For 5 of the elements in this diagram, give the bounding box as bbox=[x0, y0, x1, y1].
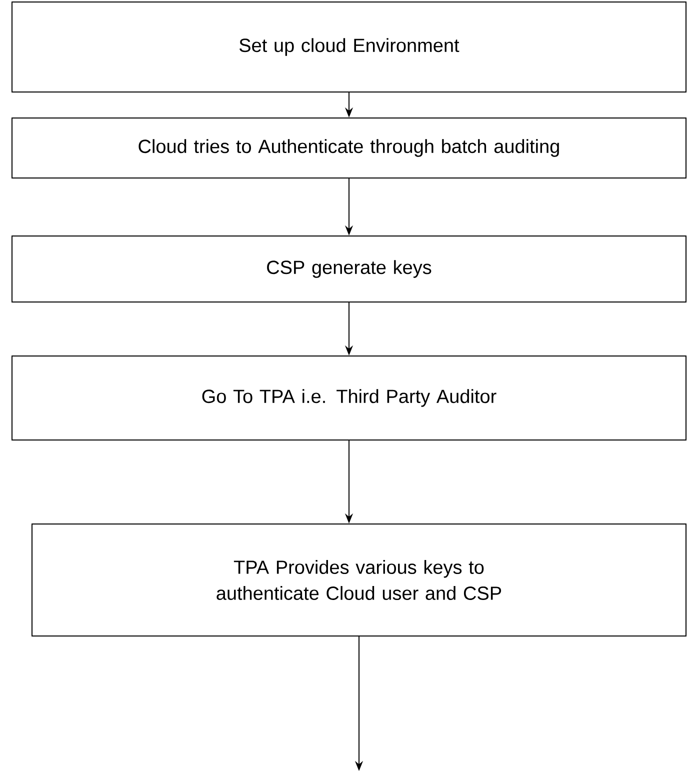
process-box: Set up cloud Environment bbox=[12, 2, 686, 92]
process-box: CSP generate keys bbox=[12, 236, 686, 302]
process-box: Go To TPA i.e. Third Party Auditor bbox=[12, 356, 686, 440]
process-box: Cloud tries to Authenticate through batch auditing bbox=[12, 118, 686, 178]
process-box: TPA Provides various keys to authenticate Cloud user and CSP bbox=[32, 524, 686, 636]
